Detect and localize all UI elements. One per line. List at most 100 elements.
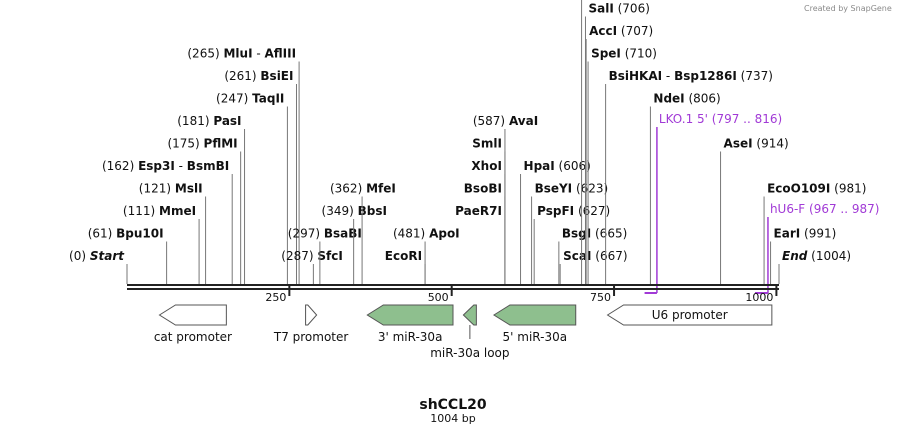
axis-tick-label: 250 [265, 291, 286, 304]
site-position: (981) [830, 182, 866, 196]
feature-label: 5' miR-30a [503, 330, 568, 344]
site-alt-name: Bsp1286I [674, 69, 737, 83]
site-name: EcoRI [385, 249, 422, 263]
site-name: BsaBI [324, 227, 362, 241]
site-position: (297) [288, 227, 324, 241]
site-label: AseI (914) [724, 137, 789, 151]
feature-label: U6 promoter [652, 308, 728, 322]
site-label: (261) BsiEI [224, 69, 293, 83]
site-position: (707) [617, 24, 653, 38]
site-label: AccI (707) [589, 24, 653, 38]
axis-tick-label: 1000 [745, 291, 773, 304]
site-label: EarI (991) [774, 227, 837, 241]
site-name: EarI [774, 227, 801, 241]
site-name: MmeI [159, 204, 196, 218]
site-position: (665) [591, 227, 627, 241]
site-label: SalI (706) [588, 2, 649, 16]
site-label: BsoBI [464, 182, 502, 196]
primer-label: LKO.1 5' (797 .. 816) [659, 112, 782, 126]
site-position: (623) [572, 182, 608, 196]
site-position: (627) [574, 204, 610, 218]
site-position: (247) [216, 92, 252, 106]
site-position: (261) [224, 69, 260, 83]
site-name: AvaI [509, 114, 538, 128]
feature-arrow [158, 304, 227, 326]
site-name: HpaI [524, 159, 555, 173]
site-label: BseYI (623) [535, 182, 609, 196]
site-position: (349) [322, 204, 358, 218]
site-label: End (1004) [782, 249, 851, 263]
site-separator: - [175, 159, 187, 173]
site-name: Bpu10I [116, 227, 163, 241]
feature-label: cat promoter [154, 330, 232, 344]
site-name: PasI [213, 114, 241, 128]
site-label: NdeI (806) [653, 92, 720, 106]
site-name: MfeI [366, 182, 396, 196]
site-position: (175) [167, 137, 203, 151]
site-name: BsiEI [260, 69, 293, 83]
restriction-sites: (0) Start (61) Bpu10I (111) MmeI (121) MslI… [69, 0, 866, 284]
feature-label: miR-30a loop [430, 346, 509, 360]
site-separator: - [662, 69, 674, 83]
site-name: AccI [589, 24, 617, 38]
site-position: (287) [281, 249, 317, 263]
site-name: Start [90, 249, 125, 263]
primers: LKO.1 5' (797 .. 816) hU6-F (967 .. 987) [644, 112, 880, 294]
site-label: (265) MluI - AflIII [187, 47, 296, 61]
site-name: ApoI [429, 227, 460, 241]
site-name: BsoBI [464, 182, 502, 196]
site-name: PspFI [537, 204, 574, 218]
site-position: (265) [187, 47, 223, 61]
site-position: (481) [393, 227, 429, 241]
primer-label: hU6-F (967 .. 987) [770, 202, 880, 216]
site-position: (121) [139, 182, 175, 196]
site-label: PaeR7I [455, 204, 502, 218]
site-label: XhoI [471, 159, 502, 173]
site-label: (181) PasI [177, 114, 241, 128]
site-position: (162) [102, 159, 138, 173]
primer-range: (797 .. 816) [708, 112, 782, 126]
site-label: (0) Start [69, 249, 125, 263]
feature-arrow [366, 304, 454, 326]
feature-arrow [492, 304, 577, 326]
site-position: (61) [88, 227, 116, 241]
site-name: XhoI [471, 159, 502, 173]
site-label: (362) MfeI [330, 182, 396, 196]
feature-arrow [305, 304, 318, 326]
site-position: (1004) [807, 249, 851, 263]
site-name: BseYI [535, 182, 573, 196]
site-position: (0) [69, 249, 90, 263]
site-position: (587) [473, 114, 509, 128]
feature-label: 3' miR-30a [378, 330, 443, 344]
site-label: (481) ApoI [393, 227, 460, 241]
site-label: SmlI [472, 137, 502, 151]
site-name: SalI [588, 2, 613, 16]
site-label: BsiHKAI - Bsp1286I (737) [609, 69, 773, 83]
site-alt-name: BsmBI [187, 159, 229, 173]
site-name: ScaI [563, 249, 591, 263]
site-position: (111) [123, 204, 159, 218]
site-name: BbsI [358, 204, 387, 218]
plasmid-length: 1004 bp [430, 412, 475, 425]
site-name: AseI [724, 137, 753, 151]
site-label: (162) Esp3I - BsmBI [102, 159, 229, 173]
site-position: (710) [621, 47, 657, 61]
site-label: (349) BbsI [322, 204, 387, 218]
site-position: (181) [177, 114, 213, 128]
site-name: BsiHKAI [609, 69, 663, 83]
primer-name: LKO.1 5' [659, 112, 708, 126]
site-label: (175) PflMI [167, 137, 237, 151]
site-name: BsgI [562, 227, 591, 241]
site-name: MslI [175, 182, 203, 196]
feature-arrow [606, 304, 773, 326]
site-name: MluI [223, 47, 252, 61]
site-label: ScaI (667) [563, 249, 627, 263]
site-separator: - [253, 47, 265, 61]
watermark: Created by SnapGene [804, 4, 892, 13]
site-name: End [782, 249, 808, 263]
site-label: (121) MslI [139, 182, 203, 196]
site-label: EcoRI [385, 249, 422, 263]
